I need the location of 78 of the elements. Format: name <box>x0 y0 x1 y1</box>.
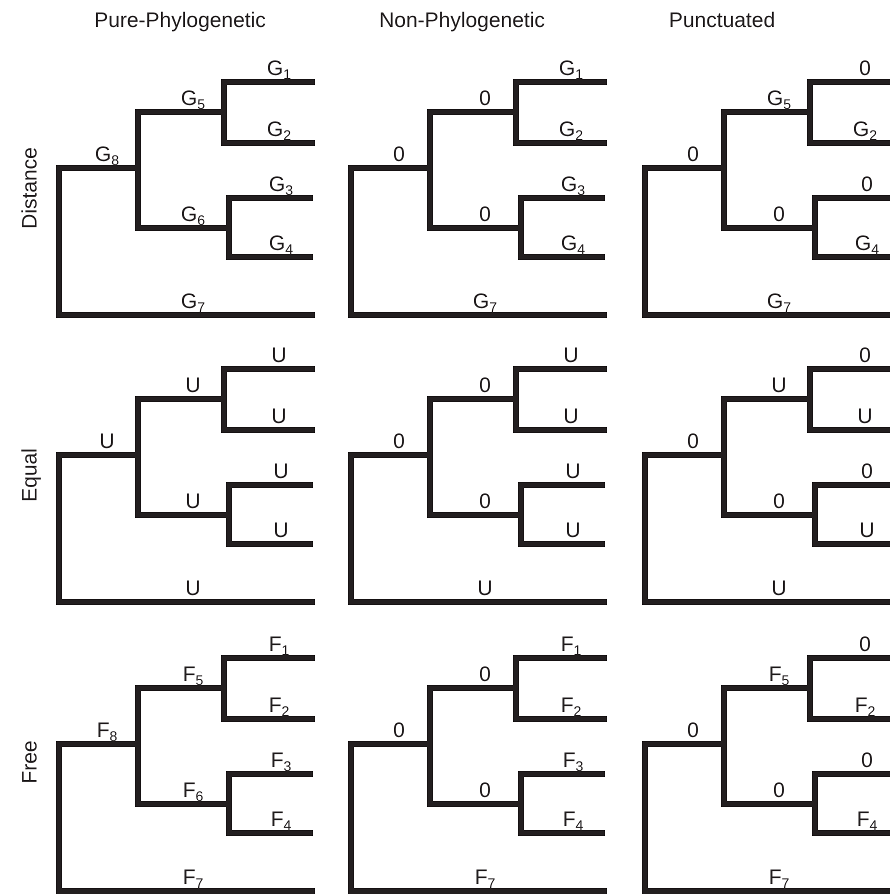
branch-label: F$_{7}$ <box>182 867 204 888</box>
branch-label: F$_{2}$ <box>560 695 582 716</box>
branch-label: U <box>563 406 579 427</box>
branch-label: F$_{6}$ <box>182 780 204 801</box>
branch-label: G$_{5}$ <box>766 88 792 109</box>
column-heading: Punctuated <box>668 10 776 31</box>
branch-label: F$_{7}$ <box>768 867 790 888</box>
branch-label: G$_{2}$ <box>266 119 292 140</box>
branch-label: F$_{5}$ <box>182 664 204 685</box>
branch-label: 0 <box>859 58 871 79</box>
branch-label: F$_{8}$ <box>96 720 118 741</box>
branch-label: 0 <box>687 144 699 165</box>
branch-label: G$_{1}$ <box>558 58 584 79</box>
branch-label: G$_{2}$ <box>852 119 878 140</box>
branch-label: U <box>185 491 201 512</box>
branch-label: U <box>565 520 581 541</box>
branch-label: G$_{7}$ <box>766 291 792 312</box>
branch-label: G$_{6}$ <box>180 204 206 225</box>
column-heading: Non-Phylogenetic <box>379 10 545 31</box>
branch-label: F$_{2}$ <box>854 695 876 716</box>
branch-label: U <box>271 406 287 427</box>
branch-label: U <box>771 375 787 396</box>
branch-label: 0 <box>479 88 491 109</box>
branch-label: G$_{3}$ <box>268 174 294 195</box>
branch-label: U <box>859 520 875 541</box>
branch-label: 0 <box>393 431 405 452</box>
branch-label: G$_{8}$ <box>94 144 120 165</box>
branch-label: F$_{7}$ <box>474 867 496 888</box>
branch-label: G$_{7}$ <box>180 291 206 312</box>
branch-label: U <box>185 375 201 396</box>
branch-label: F$_{2}$ <box>268 695 290 716</box>
branch-label: F$_{4}$ <box>270 809 292 830</box>
branch-label: F$_{4}$ <box>856 809 878 830</box>
branch-label: 0 <box>393 720 405 741</box>
branch-label: 0 <box>479 491 491 512</box>
branch-label: U <box>273 461 289 482</box>
branch-label: U <box>477 578 493 599</box>
branch-label: G$_{2}$ <box>558 119 584 140</box>
branch-label: 0 <box>687 431 699 452</box>
branch-label: U <box>99 431 115 452</box>
branch-label: 0 <box>773 491 785 512</box>
branch-label: 0 <box>773 780 785 801</box>
row-heading: Distance <box>20 147 40 229</box>
branch-label: G$_{4}$ <box>268 233 294 254</box>
branch-label: 0 <box>859 345 871 366</box>
branch-label: F$_{4}$ <box>562 809 584 830</box>
branch-label: U <box>857 406 873 427</box>
column-heading: Pure-Phylogenetic <box>94 10 266 31</box>
branch-label: 0 <box>479 204 491 225</box>
branch-label: 0 <box>859 634 871 655</box>
branch-label: U <box>565 461 581 482</box>
branch-label: U <box>271 345 287 366</box>
row-heading: Equal <box>20 448 40 502</box>
branch-label: 0 <box>479 780 491 801</box>
branch-label: F$_{5}$ <box>768 664 790 685</box>
branch-label: 0 <box>773 204 785 225</box>
branch-label: F$_{1}$ <box>560 634 582 655</box>
branch-label: F$_{1}$ <box>268 634 290 655</box>
row-heading: Free <box>20 740 40 784</box>
branch-label: U <box>185 578 201 599</box>
branch-label: 0 <box>861 750 873 771</box>
branch-label: 0 <box>479 375 491 396</box>
branch-label: U <box>771 578 787 599</box>
branch-label: 0 <box>861 174 873 195</box>
branch-label: F$_{3}$ <box>562 750 584 771</box>
branch-label: 0 <box>687 720 699 741</box>
branch-label: G$_{4}$ <box>560 233 586 254</box>
branch-label: G$_{4}$ <box>854 233 880 254</box>
branch-label: U <box>563 345 579 366</box>
branch-label: G$_{3}$ <box>560 174 586 195</box>
branch-label: G$_{1}$ <box>266 58 292 79</box>
branch-label: U <box>273 520 289 541</box>
branch-label: 0 <box>861 461 873 482</box>
branch-label: 0 <box>393 144 405 165</box>
branch-label: F$_{3}$ <box>270 750 292 771</box>
branch-label: G$_{7}$ <box>472 291 498 312</box>
branch-label: 0 <box>479 664 491 685</box>
branch-label: G$_{5}$ <box>180 88 206 109</box>
